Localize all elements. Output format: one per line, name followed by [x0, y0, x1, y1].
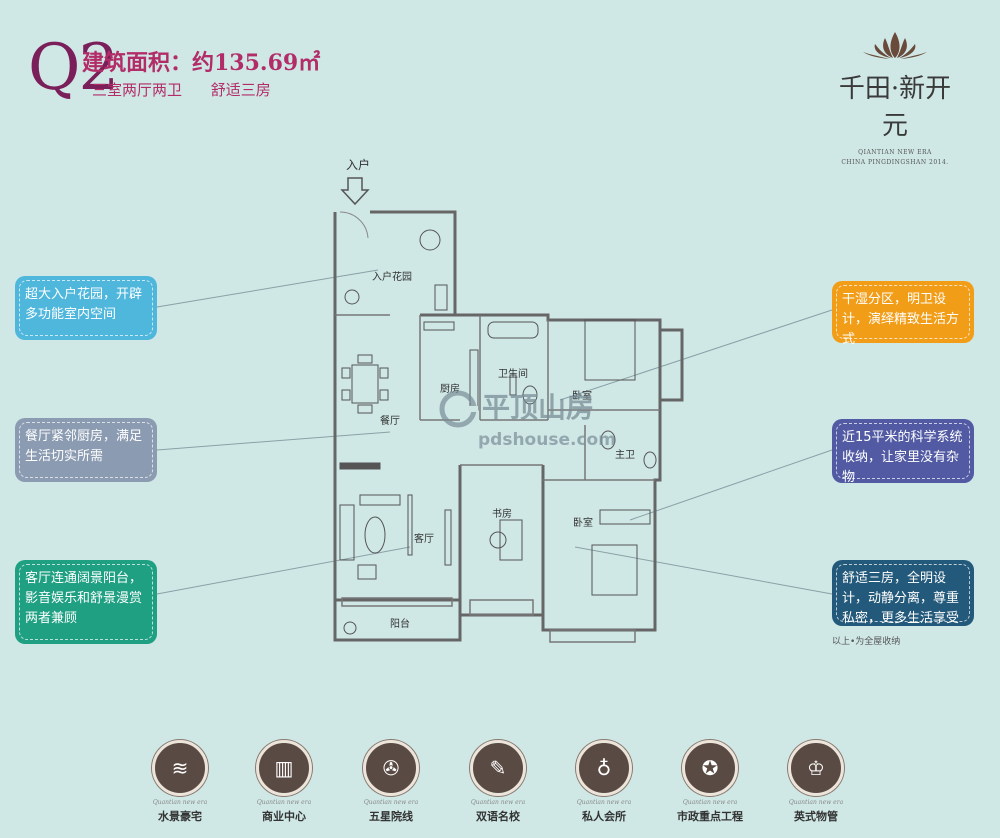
feature-cinema: ✇ Quantian new era 五星院线 [351, 740, 431, 824]
floor-plan: 入户 入户花园 厨房 卫生间 餐厅 卧室 主卫 书房 卧室 客厅 阳台 [330, 150, 690, 654]
style-text: 舒适三房 [210, 81, 271, 99]
cinema-icon: ✇ [363, 740, 419, 796]
waterfront-icon: ≋ [152, 740, 208, 796]
municipal-icon: ✪ [682, 740, 738, 796]
building-area: 建筑面积：约135.69㎡ [82, 50, 321, 76]
watermark-logo-icon [439, 390, 478, 428]
watermark-url: pdshouse.com [478, 430, 616, 450]
feature-script: Quantian new era [363, 799, 419, 806]
property-mgmt-icon: ♔ [788, 740, 844, 796]
storage-note: 以上•为全屋收纳 [832, 637, 901, 647]
feature-script: Quantian new era [682, 799, 738, 806]
feature-script: Quantian new era [788, 799, 844, 806]
room-garden: 入户花园 [372, 272, 412, 283]
feature-label: 英式物管 [794, 810, 838, 823]
logo-en-1: QIANTIAN NEW ERA [858, 149, 932, 156]
room-kitchen: 厨房 [440, 384, 460, 395]
room-study: 书房 [492, 509, 512, 520]
callout-dining: 餐厅紧邻厨房，满足生活切实所需 [15, 418, 157, 482]
lotus-icon [863, 32, 927, 59]
watermark-brand: 平顶山房 [438, 386, 594, 429]
room-bath: 卫生间 [498, 369, 528, 380]
feature-label: 私人会所 [582, 810, 626, 823]
callout-bedrooms: 舒适三房，全明设计，动静分离，尊重私密，更多生活享受 [832, 560, 974, 626]
feature-script: Quantian new era [470, 799, 526, 806]
entry-arrow-icon [340, 177, 370, 206]
watermark-brand-text: 平顶山房 [482, 391, 595, 424]
feature-script: Quantian new era [152, 799, 208, 806]
feature-label: 五星院线 [369, 810, 413, 823]
room-bedroom-1: 卧室 [572, 391, 592, 402]
clubhouse-icon: ♁ [576, 740, 632, 796]
logo-name: 千田·新开元 [838, 74, 952, 141]
room-bedroom-2: 卧室 [573, 518, 593, 529]
feature-school: ✎ Quantian new era 双语名校 [458, 740, 538, 824]
callout-living: 客厅连通阔景阳台，影音娱乐和舒景漫赏两者兼顾 [15, 560, 157, 644]
feature-mall: ▥ Quantian new era 商业中心 [244, 740, 324, 824]
feature-waterfront: ≋ Quantian new era 水景豪宅 [140, 740, 220, 824]
unit-code: Q2 [28, 31, 119, 105]
feature-script: Quantian new era [256, 799, 312, 806]
feature-label: 商业中心 [262, 810, 306, 823]
callout-bathroom: 干湿分区，明卫设计，演绎精致生活方式 [832, 281, 974, 347]
feature-municipal: ✪ Quantian new era 市政重点工程 [670, 740, 750, 824]
feature-label: 市政重点工程 [677, 810, 743, 823]
callout-entry-garden: 超大入户花园，开辟多功能室内空间 [15, 276, 157, 340]
feature-script: Quantian new era [576, 799, 632, 806]
room-balcony: 阳台 [390, 619, 410, 630]
room-dining: 餐厅 [380, 416, 400, 427]
logo-en-2: CHINA PINGDINGSHAN 2014. [841, 159, 949, 166]
room-master-bath: 主卫 [615, 450, 635, 461]
feature-property-mgmt: ♔ Quantian new era 英式物管 [776, 740, 856, 824]
feature-label: 双语名校 [476, 810, 520, 823]
callout-storage: 近15平米的科学系统收纳，让家里没有杂物 [832, 419, 974, 485]
school-icon: ✎ [470, 740, 526, 796]
room-living: 客厅 [414, 534, 434, 545]
entrance-label: 入户 [346, 158, 371, 172]
feature-label: 水景豪宅 [158, 810, 202, 823]
unit-subtitle: 三室两厅两卫 舒适三房 [92, 79, 295, 100]
floor-plan-drawing [333, 177, 684, 643]
brand-logo: 千田·新开元 QIANTIAN NEW ERA CHINA PINGDINGSH… [830, 30, 960, 168]
mall-icon: ▥ [256, 740, 312, 796]
feature-clubhouse: ♁ Quantian new era 私人会所 [564, 740, 644, 824]
layout-text: 三室两厅两卫 [92, 81, 183, 99]
